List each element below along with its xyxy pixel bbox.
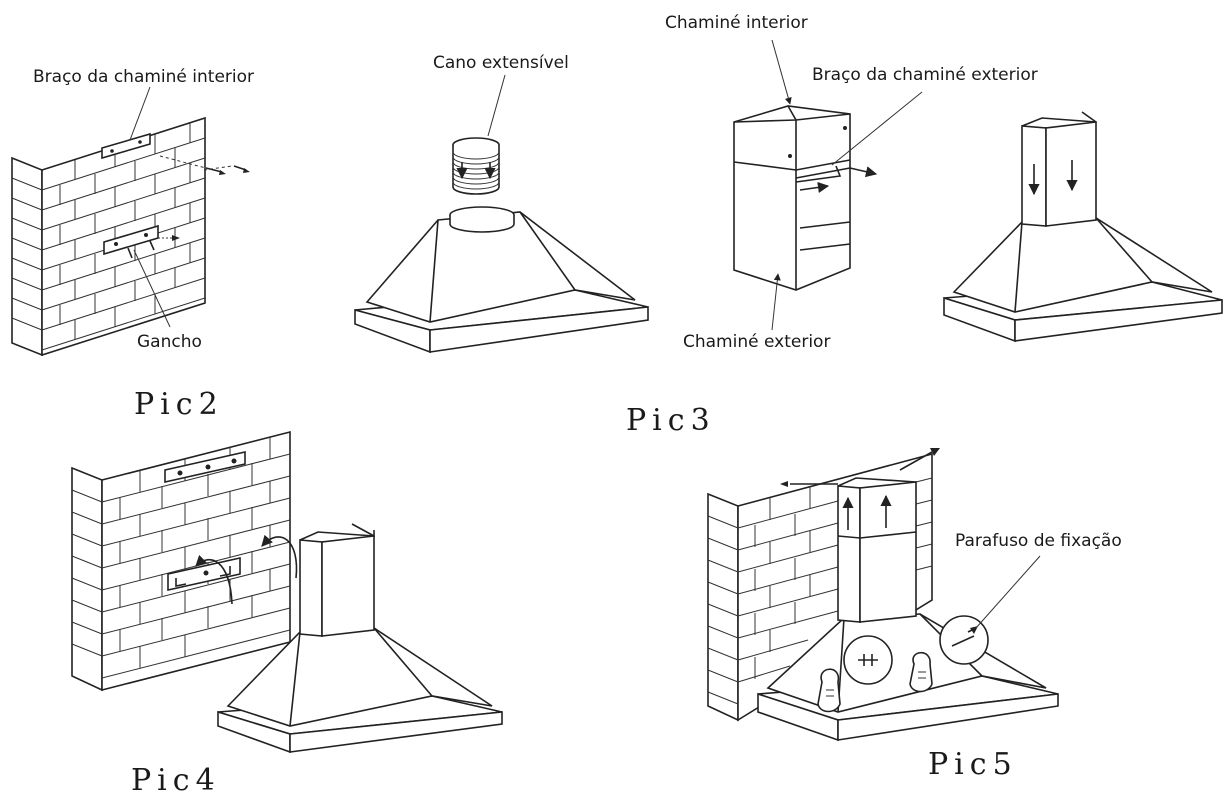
label-braco-interior: Braço da chaminé interior	[33, 67, 254, 87]
pic5-screw-detail-left	[817, 635, 893, 713]
label-chamine-exterior: Chaminé exterior	[683, 332, 830, 352]
pointer-cano-extensivel	[487, 74, 506, 137]
pic4-wall	[71, 430, 291, 692]
pointer-braco-exterior	[831, 91, 923, 166]
pointer-parafuso	[975, 555, 1041, 629]
label-gancho: Gancho	[137, 332, 202, 352]
label-braco-exterior: Braço da chaminé exterior	[812, 65, 1038, 85]
hood-with-pipe	[354, 206, 649, 354]
pic2-upper-bracket	[101, 132, 151, 160]
label-parafuso: Parafuso de fixação	[955, 531, 1122, 551]
pointer-gancho	[133, 249, 171, 328]
pic4-hood	[217, 523, 503, 754]
label-cano-extensivel: Cano extensível	[433, 53, 569, 73]
caption-pic5: Pic5	[928, 747, 1018, 782]
pointer-braco-interior	[129, 86, 151, 141]
pointer-chamine-exterior	[771, 273, 781, 331]
caption-pic3: Pic3	[626, 403, 716, 438]
pic2-screws	[158, 155, 250, 241]
extensible-pipe	[452, 137, 500, 195]
pointer-chamine-interior	[771, 39, 792, 105]
hood-with-chimney	[943, 111, 1223, 343]
pic2-lower-bracket	[103, 224, 159, 259]
caption-pic2: Pic2	[134, 387, 224, 422]
chimney-assembly	[733, 105, 878, 291]
caption-pic4: Pic4	[131, 763, 221, 798]
label-chamine-interior: Chaminé interior	[665, 13, 808, 33]
